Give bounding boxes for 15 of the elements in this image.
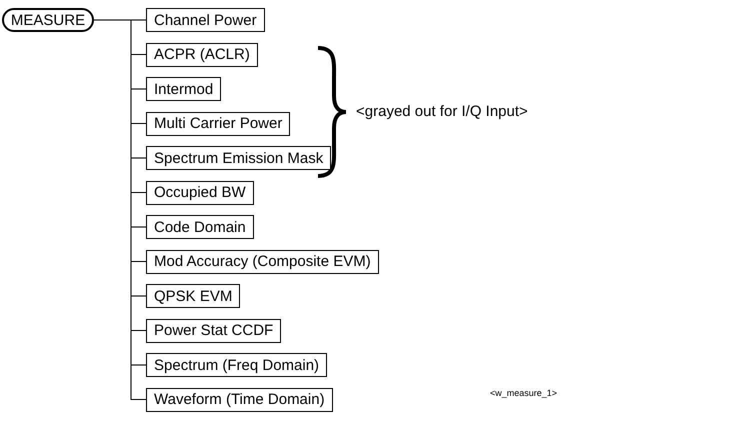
menu-item-box: QPSK EVM: [146, 284, 240, 308]
menu-root-box: MEASURE: [2, 8, 94, 32]
menu-item-box: Spectrum Emission Mask: [146, 146, 332, 170]
menu-item-box: Occupied BW: [146, 180, 254, 204]
menu-item-box: ACPR (ACLR): [146, 42, 258, 66]
menu-item-box: Power Stat CCDF: [146, 318, 282, 342]
menu-item-box: Mod Accuracy (Composite EVM): [146, 250, 379, 274]
figure-id-text: <w_measure_1>: [490, 387, 558, 400]
menu-item-box: Waveform (Time Domain): [146, 388, 333, 412]
note-text: <grayed out for I/Q Input>: [356, 102, 528, 122]
menu-item-box: Intermod: [146, 77, 222, 101]
menu-item-box: Code Domain: [146, 215, 254, 239]
menu-item-box: Spectrum (Freq Domain): [146, 353, 328, 377]
menu-item-box: Channel Power: [146, 8, 265, 32]
menu-item-box: Multi Carrier Power: [146, 112, 290, 136]
